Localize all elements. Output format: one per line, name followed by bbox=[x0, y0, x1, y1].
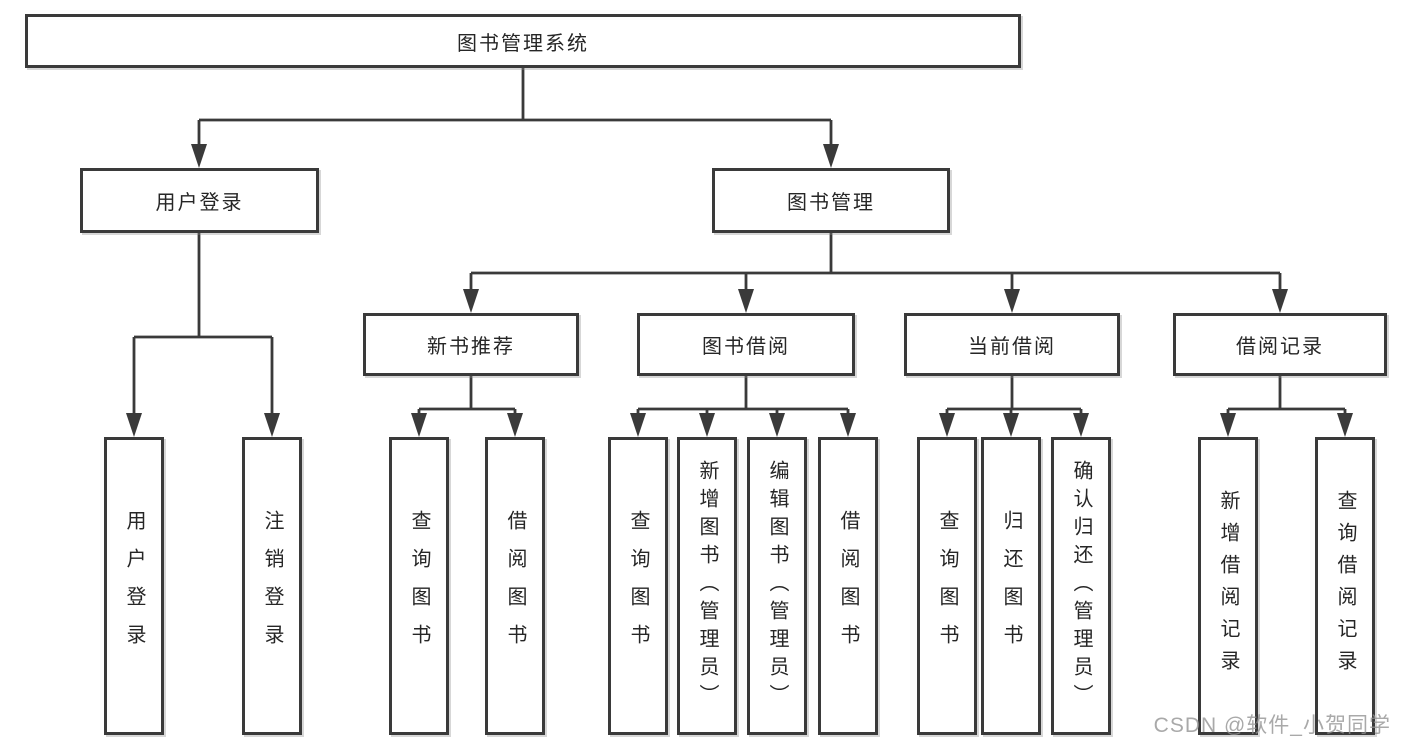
connector-new-book-children bbox=[417, 376, 517, 421]
node-label: 借阅图书 bbox=[504, 510, 526, 662]
node-label: 用户登录 bbox=[155, 192, 244, 214]
leaf-borrow-books-recommend: 借阅图书 bbox=[485, 437, 545, 735]
node-label: 注销登录 bbox=[261, 510, 283, 662]
node-label: 图书借阅 bbox=[702, 336, 790, 358]
connector-user-login-children bbox=[132, 233, 274, 421]
csdn-watermark: CSDN @软件_小贺同学 bbox=[1153, 714, 1391, 737]
leaf-logout: 注销登录 bbox=[242, 437, 302, 735]
node-label: 新书推荐 bbox=[427, 336, 515, 358]
node-label: 确认归还（管理员） bbox=[1070, 460, 1092, 712]
leaf-query-books-current: 查询图书 bbox=[917, 437, 977, 735]
leaf-confirm-return-admin: 确认归还（管理员） bbox=[1051, 437, 1111, 735]
node-label: 查询图书 bbox=[936, 510, 958, 662]
node-current-borrowing: 当前借阅 bbox=[904, 313, 1120, 376]
node-label: 借阅图书 bbox=[837, 510, 859, 662]
node-new-book-recommend: 新书推荐 bbox=[363, 313, 579, 376]
node-borrowing-records: 借阅记录 bbox=[1173, 313, 1387, 376]
leaf-add-borrow-record: 新增借阅记录 bbox=[1198, 437, 1258, 735]
connector-borrow-records-children bbox=[1226, 376, 1347, 421]
leaf-edit-book-admin: 编辑图书（管理员） bbox=[747, 437, 807, 735]
node-label: 图书管理 bbox=[787, 192, 875, 214]
node-book-management: 图书管理 bbox=[712, 168, 950, 233]
node-label: 当前借阅 bbox=[968, 336, 1056, 358]
node-label: 新增借阅记录 bbox=[1217, 490, 1239, 682]
leaf-return-book: 归还图书 bbox=[981, 437, 1041, 735]
node-library-management-system: 图书管理系统 bbox=[25, 14, 1021, 68]
node-label: 图书管理系统 bbox=[457, 32, 589, 55]
node-label: 借阅记录 bbox=[1236, 336, 1324, 358]
node-label: 归还图书 bbox=[1000, 510, 1022, 662]
leaf-query-borrow-record: 查询借阅记录 bbox=[1315, 437, 1375, 735]
node-label: 编辑图书（管理员） bbox=[766, 460, 788, 712]
leaf-add-book-admin: 新增图书（管理员） bbox=[677, 437, 737, 735]
leaf-borrow-books: 借阅图书 bbox=[818, 437, 878, 735]
node-label: 用户登录 bbox=[123, 510, 145, 662]
node-label: 新增图书（管理员） bbox=[696, 460, 718, 712]
node-label: 查询图书 bbox=[408, 510, 430, 662]
node-user-login: 用户登录 bbox=[80, 168, 319, 233]
node-label: 查询图书 bbox=[627, 510, 649, 662]
connector-root-to-level1 bbox=[197, 68, 833, 150]
node-book-borrowing: 图书借阅 bbox=[637, 313, 855, 376]
leaf-user-login: 用户登录 bbox=[104, 437, 164, 735]
connector-book-mgmt-to-level2 bbox=[469, 233, 1282, 293]
leaf-query-books-borrow: 查询图书 bbox=[608, 437, 668, 735]
arrowheads bbox=[126, 144, 1353, 437]
connector-book-borrow-children bbox=[636, 376, 850, 421]
node-label: 查询借阅记录 bbox=[1334, 490, 1356, 682]
leaf-query-books-recommend: 查询图书 bbox=[389, 437, 449, 735]
